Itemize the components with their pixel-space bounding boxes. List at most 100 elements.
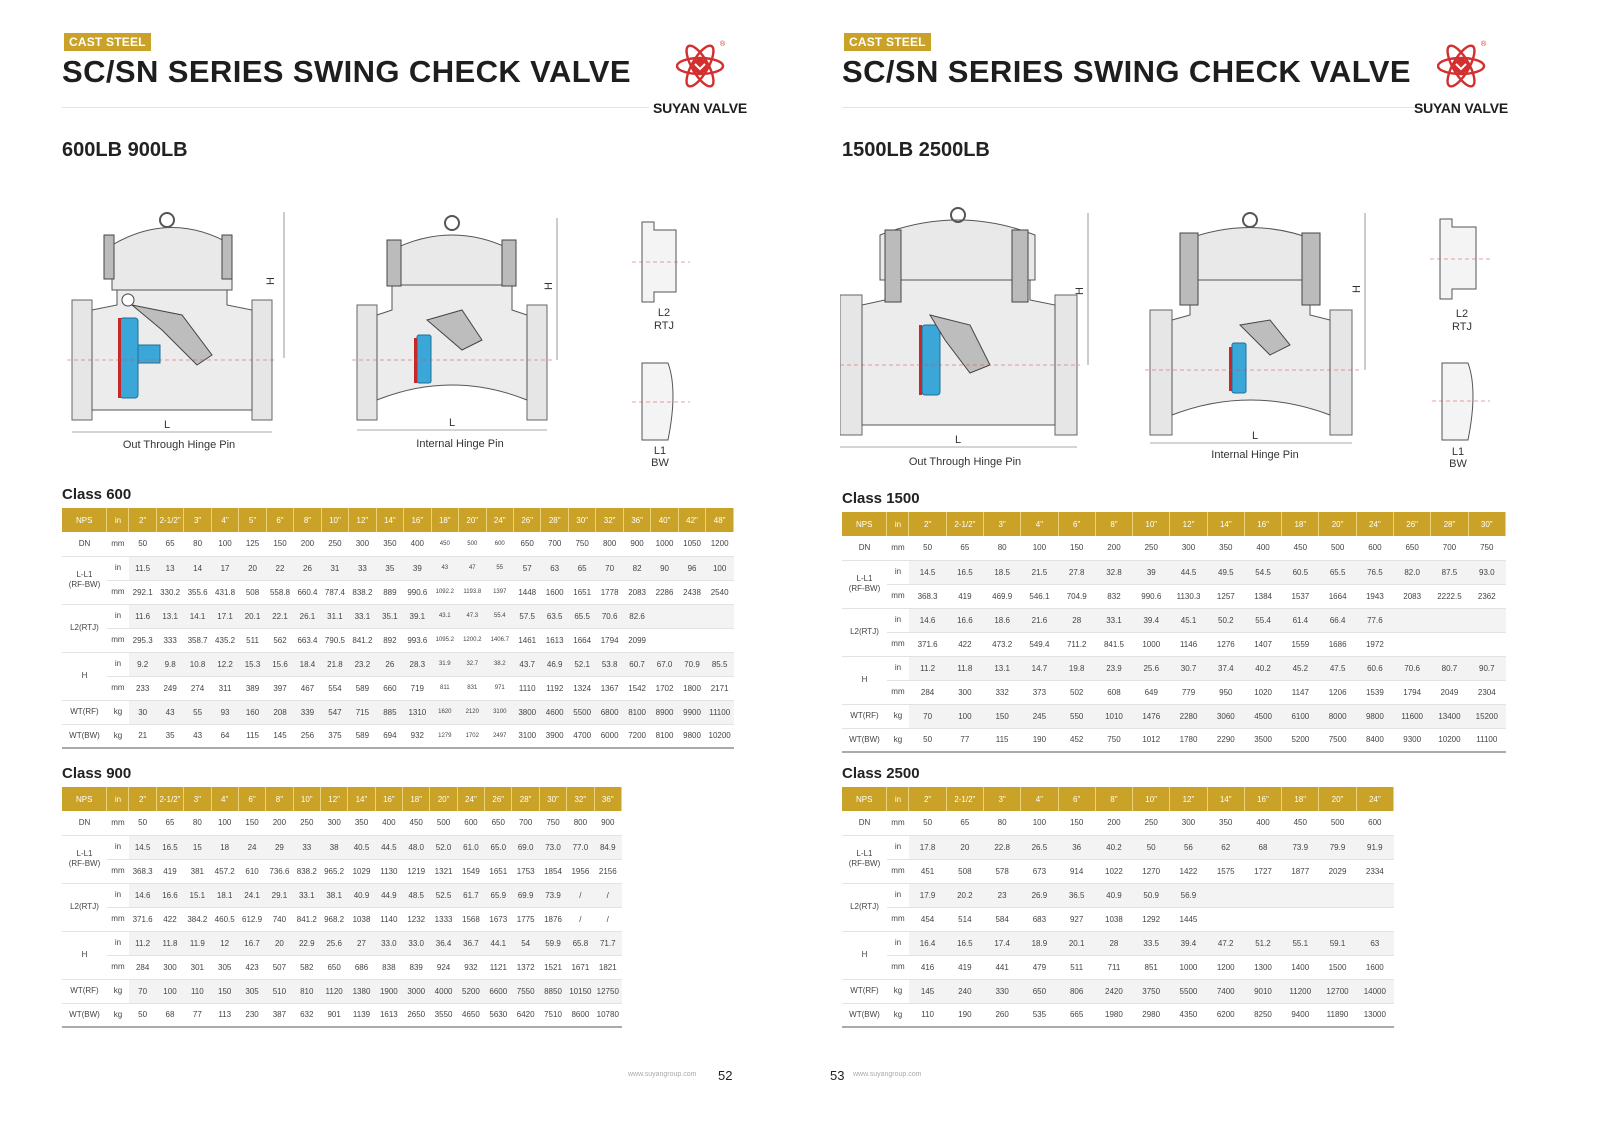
value-cell: 5200 [457,979,485,1004]
value-cell: 15.3 [238,652,267,677]
value-cell: 230 [238,1003,266,1028]
value-cell: 1461 [513,628,541,653]
value-cell: 65.0 [484,835,512,860]
value-cell: 77.6 [1356,608,1394,633]
value-cell: 60.5 [1281,560,1319,585]
header-cell: 18" [402,787,431,811]
value-cell: 150 [238,811,266,836]
value-cell [1281,883,1319,908]
value-cell: 649 [1132,680,1170,705]
value-cell: 45.1 [1169,608,1208,633]
value-cell: 80 [983,536,1021,561]
value-cell: / [594,907,622,932]
value-cell: 650 [513,532,541,557]
value-cell: 1012 [1132,728,1170,753]
value-cell: 1613 [540,628,569,653]
valve-drawings: H L Out Through Hinge Pin H L Internal H… [67,212,690,469]
valve-drawings: H L Out Through Hinge Pin H L Internal H… [840,207,1490,470]
value-cell: 330.2 [156,580,184,605]
value-cell: 250 [1132,536,1170,561]
value-cell: 1029 [347,859,376,884]
value-cell: 1600 [1356,955,1394,980]
page-title: SC/SN SERIES SWING CHECK VALVE [62,54,631,89]
value-cell: 1575 [1207,859,1245,884]
value-cell: 350 [376,532,404,557]
value-cell: 10780 [594,1003,622,1028]
value-cell: 30.7 [1169,656,1208,681]
value-cell: 673 [1020,859,1059,884]
value-cell: 110 [183,979,212,1004]
unit-cell: mm [106,907,129,932]
header-cell: in [106,508,130,532]
unit-cell: mm [106,676,129,701]
value-cell: 1980 [1095,1003,1133,1028]
value-cell: 33 [293,835,321,860]
value-cell: 1521 [539,955,567,980]
value-cell: 632 [293,1003,321,1028]
value-cell: 16.7 [238,931,266,956]
value-cell: 50 [908,811,947,836]
unit-cell: mm [886,632,909,657]
value-cell: 700 [511,811,540,836]
value-cell: 2029 [1318,859,1357,884]
value-cell: 650 [1020,979,1059,1004]
value-cell: 160 [238,700,267,725]
value-cell: 35 [156,724,184,749]
value-cell: 1000 [650,532,679,557]
value-cell: 508 [946,859,984,884]
value-cell: 13000 [1356,1003,1394,1028]
value-cell [1468,632,1506,657]
value-cell: 5500 [568,700,596,725]
value-cell: 1384 [1244,584,1282,609]
unit-cell: in [106,835,129,860]
value-cell: / [566,883,595,908]
value-cell: 1422 [1169,859,1208,884]
row-group-label: H [62,931,107,980]
value-cell: 1206 [1318,680,1357,705]
value-cell: 44.5 [1169,560,1208,585]
value-cell: 69.0 [511,835,540,860]
value-cell: 4350 [1169,1003,1208,1028]
value-cell: 2497 [486,724,514,749]
value-cell: 65 [946,536,984,561]
header-cell: 30" [568,508,597,532]
value-cell: 1232 [402,907,430,932]
value-cell: 686 [347,955,376,980]
value-cell: 1539 [1356,680,1394,705]
value-cell: 2438 [678,580,706,605]
value-cell: 790.5 [321,628,349,653]
value-cell: 397 [266,676,294,701]
value-cell: 589 [348,676,377,701]
value-cell: 8250 [1244,1003,1282,1028]
value-cell: 90.7 [1468,656,1506,681]
unit-cell: in [886,656,909,681]
value-cell: 1445 [1169,907,1208,932]
row-group-label: WT(RF) [62,700,107,725]
value-cell: 249 [156,676,184,701]
value-cell: 300 [1169,536,1208,561]
value-cell: 550 [1058,704,1096,729]
value-cell: 900 [623,532,651,557]
row-group-label: WT(RF) [842,979,887,1004]
page-number: 52 [718,1068,733,1083]
unit-cell: kg [886,1003,909,1028]
value-cell: 10.8 [183,652,212,677]
value-cell: 704.9 [1058,584,1096,609]
value-cell: 20 [238,556,267,581]
value-cell: 35.1 [376,604,404,629]
value-cell: 7400 [1207,979,1245,1004]
value-cell: 1130 [375,859,403,884]
value-cell: 13.1 [983,656,1021,681]
value-cell: 9.2 [128,652,157,677]
value-cell: 8400 [1356,728,1394,753]
value-cell: 15 [183,835,212,860]
value-cell: 1397 [486,580,514,605]
value-cell: 1022 [1095,859,1133,884]
